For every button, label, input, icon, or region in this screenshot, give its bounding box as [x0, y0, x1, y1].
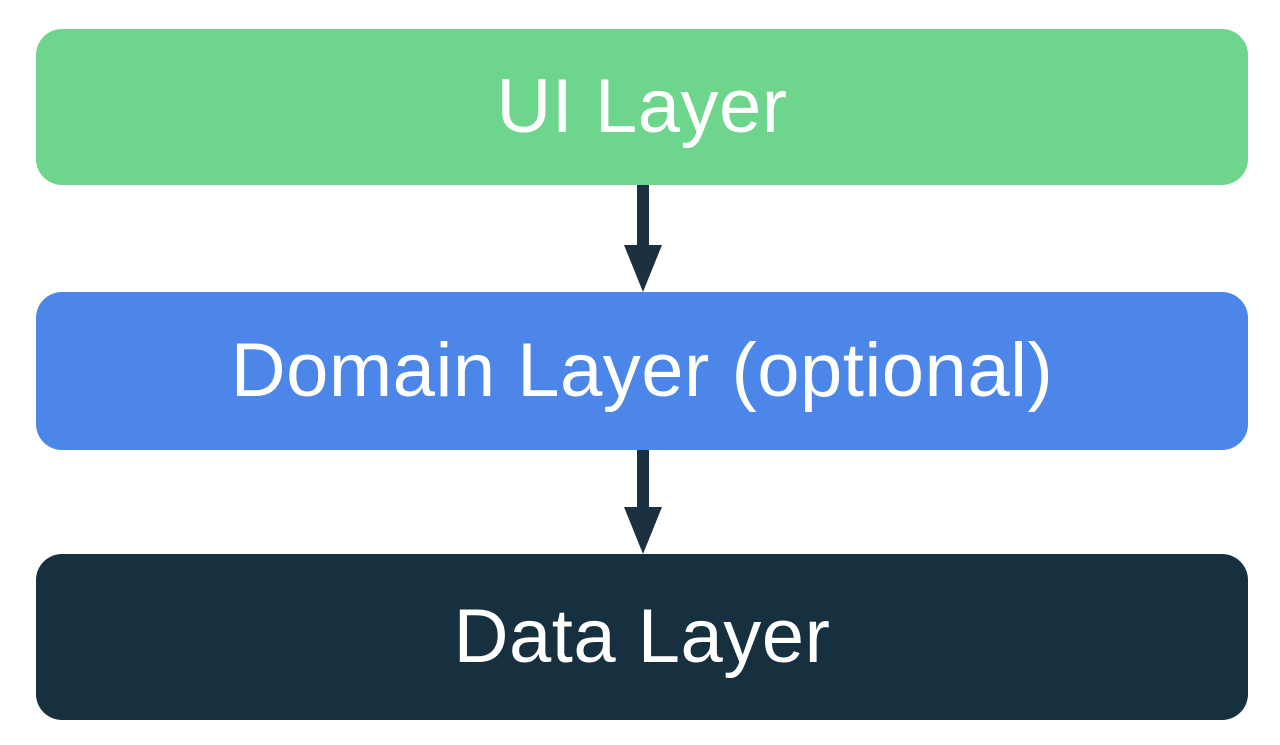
layer-box-domain: Domain Layer (optional)	[36, 292, 1248, 450]
arrow-head	[624, 507, 662, 554]
layer-box-ui: UI Layer	[36, 29, 1248, 185]
down-arrow-icon	[624, 450, 662, 554]
layer-box-data: Data Layer	[36, 554, 1248, 720]
down-arrow-icon	[624, 185, 662, 292]
layer-label-ui: UI Layer	[496, 64, 788, 149]
arrow-head	[624, 245, 662, 292]
arrow-stem	[637, 450, 649, 511]
layer-label-data: Data Layer	[453, 594, 831, 679]
arrow-stem	[637, 185, 649, 249]
layer-label-domain: Domain Layer (optional)	[230, 328, 1054, 413]
